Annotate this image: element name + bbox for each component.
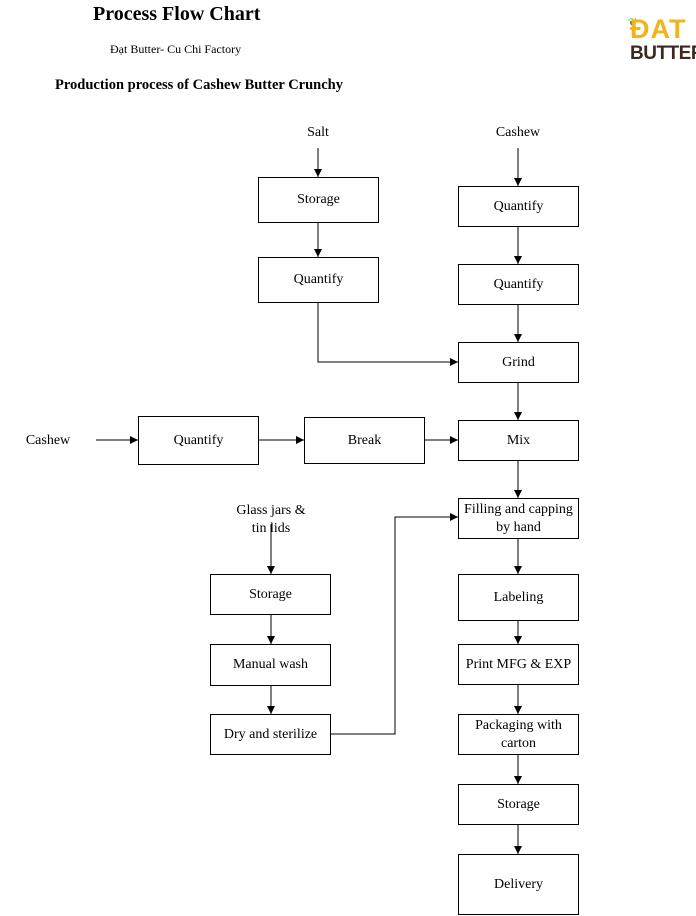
node-grind: Grind	[458, 342, 579, 383]
node-break: Break	[304, 417, 425, 464]
node-labeling: Labeling	[458, 574, 579, 621]
factory-subtitle: Đạt Butter- Cu Chi Factory	[110, 42, 242, 56]
node-filling-capping: Filling and capping by hand	[458, 498, 579, 539]
node-delivery: Delivery	[458, 854, 579, 915]
edge-dry-to-filling	[331, 513, 458, 735]
page-title: Process Flow Chart	[93, 3, 261, 25]
node-cashew-quantify-2: Quantify	[458, 264, 579, 305]
node-jar-storage: Storage	[210, 574, 331, 615]
node-filling-line-1: Filling and capping	[464, 501, 573, 517]
input-cashew-left: Cashew	[25, 433, 71, 448]
leaf-icon: ❦	[628, 17, 638, 29]
node-manual-wash: Manual wash	[210, 644, 331, 686]
node-filling-line-2: by hand	[496, 519, 541, 535]
input-glass-jars: Glass jars & tin lids	[221, 502, 321, 538]
node-salt-storage: Storage	[258, 177, 379, 223]
node-packaging-line-2: carton	[501, 735, 536, 751]
input-salt: Salt	[307, 125, 329, 140]
node-packaging: Packaging with carton	[458, 714, 579, 755]
logo-line-2: BUTTER	[630, 43, 696, 64]
node-left-quantify: Quantify	[138, 416, 259, 465]
logo-line-1: ĐAT	[630, 14, 687, 44]
edge-salt-quantify-to-grind	[317, 302, 458, 366]
process-heading: Production process of Cashew Butter Crun…	[55, 77, 343, 93]
node-mix: Mix	[458, 420, 579, 461]
node-final-storage: Storage	[458, 784, 579, 825]
input-glass-jars-line-2: tin lids	[251, 521, 291, 536]
input-cashew-top: Cashew	[495, 125, 541, 140]
node-dry-sterilize: Dry and sterilize	[210, 714, 331, 755]
input-glass-jars-line-1: Glass jars &	[236, 503, 306, 518]
node-packaging-line-1: Packaging with	[475, 717, 562, 733]
node-print-mfg-exp: Print MFG & EXP	[458, 644, 579, 685]
brand-logo: ❦ ĐAT BUTTER	[628, 14, 696, 66]
node-cashew-quantify-1: Quantify	[458, 186, 579, 227]
node-salt-quantify: Quantify	[258, 257, 379, 303]
